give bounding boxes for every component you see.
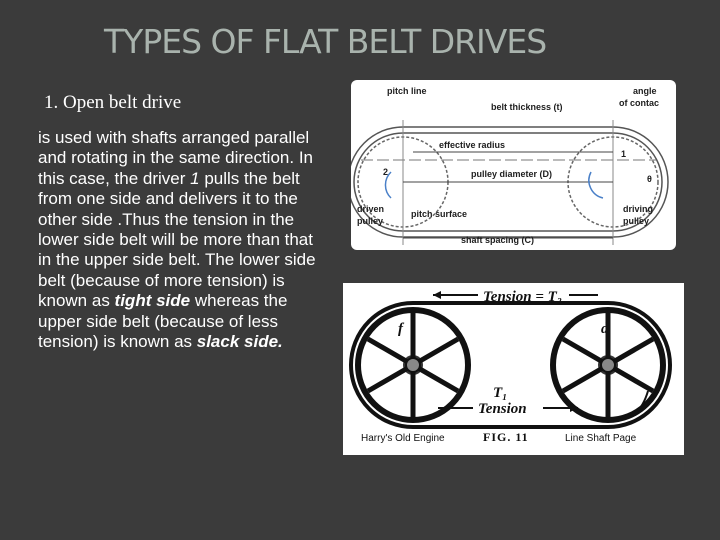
rotation-arrow <box>632 390 649 416</box>
tension-diagram: Tension = T₂ T₁ Tension f d Harry's Old … <box>343 283 684 455</box>
open-belt-diagram: pitch line belt thickness (t) angle of c… <box>351 80 676 250</box>
driving-pulley-number: 1 <box>621 149 626 159</box>
slide-title: TYPES OF FLAT BELT DRIVES <box>104 22 547 61</box>
driver-number: 1 <box>190 168 200 188</box>
top-tension-arrowhead <box>433 291 441 299</box>
driving-label-1: driving <box>623 204 653 214</box>
angle-label-2: of contac <box>619 98 659 108</box>
left-pulley <box>355 307 471 423</box>
right-pulley-label: d <box>601 321 609 337</box>
body-text-part-2: pulls the belt from one side and deliver… <box>38 168 316 311</box>
right-pulley <box>550 307 666 423</box>
belt <box>349 301 672 429</box>
body-paragraph: is used with shafts arranged parallel an… <box>38 128 323 352</box>
credit-left: Harry's Old Engine <box>361 433 445 444</box>
body-text-part-3: whereas the upper side belt (because of … <box>38 291 288 352</box>
driven-pulley-number: 2 <box>383 167 388 177</box>
bottom-tension-subscript: T₁ <box>493 385 507 401</box>
pitch-line-label: pitch line <box>387 86 427 96</box>
slack-side-term: slack side. <box>196 332 283 352</box>
section-subheading: 1. Open belt drive <box>44 92 182 113</box>
belt-thickness-label: belt thickness (t) <box>491 102 563 112</box>
angle-label-1: angle <box>633 86 657 96</box>
open-belt-diagram-svg: pitch line belt thickness (t) angle of c… <box>351 86 669 245</box>
driving-rotation-arrow <box>588 171 604 199</box>
theta-label: θ <box>647 174 652 184</box>
figure-label: FIG. 11 <box>483 430 529 444</box>
tight-side-term: tight side <box>114 291 191 311</box>
body-text-part-1: is used with shafts arranged parallel an… <box>38 128 313 188</box>
pulley-diameter-label: pulley diameter (D) <box>471 169 552 179</box>
driving-label-2: pulley <box>623 216 649 226</box>
bottom-tension-label: Tension <box>478 401 527 417</box>
driven-rotation-arrow <box>384 171 392 199</box>
left-pulley-label: f <box>398 321 405 337</box>
credit-right: Line Shaft Page <box>565 433 637 444</box>
top-tension-label: Tension = T₂ <box>483 289 562 305</box>
shaft-spacing-label: shaft spacing (C) <box>461 235 534 245</box>
bottom-tension-arrowhead <box>570 404 578 412</box>
tension-diagram-svg: Tension = T₂ T₁ Tension f d Harry's Old … <box>349 289 672 444</box>
driven-label-2: pulley <box>357 216 383 226</box>
pitch-surface-label: pitch surface <box>411 209 467 219</box>
effective-radius-label: effective radius <box>439 140 505 150</box>
driven-label-1: driven <box>357 204 384 214</box>
